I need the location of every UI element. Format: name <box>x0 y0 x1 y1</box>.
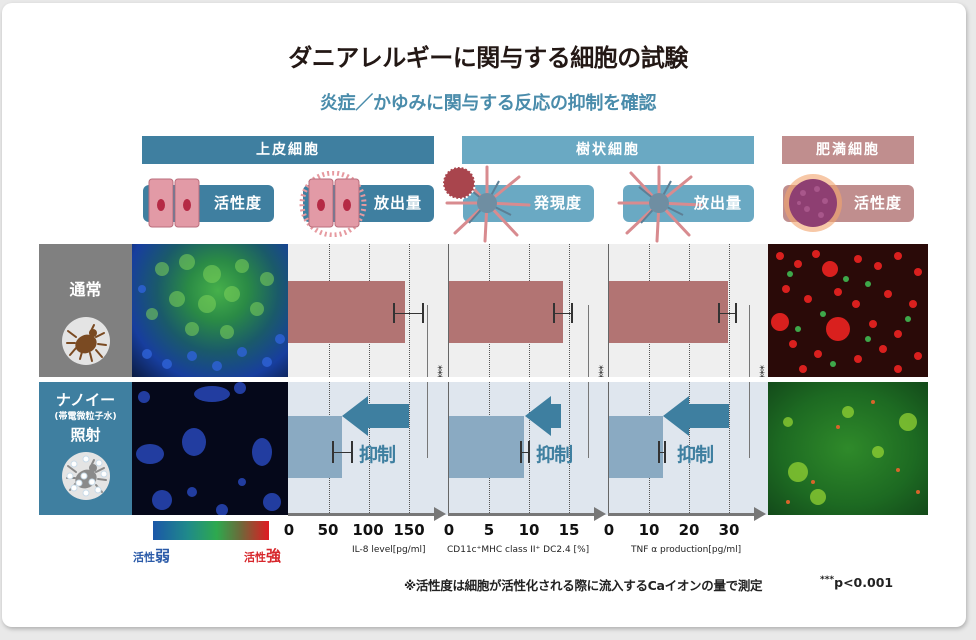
pill-label: 放出量 <box>693 194 742 212</box>
group-header-dendritic: 樹状細胞 <box>462 136 754 164</box>
suppression-arrow <box>688 404 729 428</box>
mast-photo-nanoe <box>768 382 928 515</box>
x-axis-arrow <box>754 507 766 521</box>
error-bar <box>719 313 736 314</box>
tick-label: 10 <box>518 521 540 539</box>
error-bar <box>332 441 334 463</box>
significance-stars: *** <box>431 365 445 379</box>
tick-label: 50 <box>317 521 339 539</box>
row-label-nanoe-sub: (帯電微粒子水) <box>54 412 117 422</box>
error-bar <box>394 313 424 314</box>
footnote: ※活性度は細胞が活性化される際に流入するCaイオンの量で測定 <box>404 578 763 593</box>
legend-weak: 活性弱 <box>133 547 171 565</box>
suppression-arrow-head <box>663 396 689 436</box>
epithelial-photo-nanoe <box>132 382 288 515</box>
dendritic-cell-release-icon <box>617 165 703 243</box>
mite-icon <box>62 317 110 365</box>
bar-tnf-normal <box>609 281 728 343</box>
suppression-label: 抑制 <box>359 444 396 466</box>
tick-label: 150 <box>393 521 425 539</box>
row-label-nanoe-bottom: 照射 <box>70 426 101 444</box>
epithelial-cell-icon <box>148 178 200 228</box>
error-bar <box>554 313 572 314</box>
pill-label: 活性度 <box>213 194 262 212</box>
tick-label: 0 <box>443 521 455 539</box>
epithelial-photo-normal <box>132 244 288 377</box>
error-bar <box>393 303 395 323</box>
error-bar <box>422 303 424 323</box>
x-axis-label-dc: CD11c⁺MHC class II⁺ DC2.4 [%] <box>447 545 590 555</box>
significance-stars: *** <box>592 365 606 379</box>
tick-label: 20 <box>678 521 700 539</box>
pill-label: 活性度 <box>853 194 902 212</box>
group-header-epithelial: 上皮細胞 <box>142 136 434 164</box>
mast-cell-icon <box>784 174 842 232</box>
epithelial-cell-release-icon <box>299 171 367 237</box>
error-bar <box>659 452 664 453</box>
pill-epithelial-release: 放出量 <box>299 171 434 237</box>
row-divider <box>39 377 929 382</box>
suppression-arrow <box>549 404 561 428</box>
suppression-label: 抑制 <box>677 444 714 466</box>
tick-label: 5 <box>483 521 495 539</box>
error-bar <box>333 452 352 453</box>
pill-dendritic-release: 放出量 <box>617 165 754 243</box>
pill-label: 放出量 <box>373 194 422 212</box>
dendritic-cell-expression-icon <box>442 165 531 243</box>
error-bar <box>571 303 573 323</box>
x-axis-arrow <box>434 507 446 521</box>
pill-epithelial-activity: 活性度 <box>143 178 274 228</box>
page-subtitle: 炎症／かゆみに関与する反応の抑制を確認 <box>319 93 657 114</box>
activity-color-scale <box>153 521 269 540</box>
error-bar <box>528 441 530 463</box>
bar-dc-normal <box>449 281 563 343</box>
suppression-arrow <box>367 404 409 428</box>
group-header-mast: 肥満細胞 <box>782 136 914 164</box>
x-axis-label-tnf: TNF α production[pg/ml] <box>631 545 742 555</box>
row-label-normal: 通常 <box>39 244 132 377</box>
legend-strong: 活性強 <box>244 547 282 565</box>
x-axis-arrow <box>594 507 606 521</box>
tick-label: 0 <box>603 521 615 539</box>
error-bar <box>664 441 666 463</box>
p-value-note: ***p<0.001 <box>820 575 894 591</box>
tick-label: 30 <box>718 521 740 539</box>
error-bar <box>520 441 522 463</box>
error-bar <box>553 303 555 323</box>
tick-label: 15 <box>558 521 580 539</box>
tick-label: 0 <box>283 521 295 539</box>
error-bar <box>735 303 737 323</box>
significance-stars: *** <box>753 365 767 379</box>
x-axis-label-il8: IL-8 level[pg/ml] <box>352 545 426 555</box>
pill-label: 発現度 <box>533 194 582 212</box>
row-label-nanoe: ナノイー (帯電微粒子水) 照射 <box>39 382 132 515</box>
row-label-normal-text: 通常 <box>69 280 102 299</box>
mite-with-particles-icon <box>62 452 110 500</box>
tick-label: 100 <box>352 521 384 539</box>
suppression-arrow-head <box>342 396 368 436</box>
page-title: ダニアレルギーに関与する細胞の試験 <box>288 44 688 72</box>
bar-tnf-nanoe <box>609 416 663 478</box>
x-axis-tnf <box>608 513 756 516</box>
tick-label: 10 <box>638 521 660 539</box>
error-bar <box>521 452 529 453</box>
x-axis-dc <box>448 513 596 516</box>
bar-dc-nanoe <box>449 416 524 478</box>
row-label-nanoe-main: ナノイー <box>55 391 116 409</box>
bar-il8-normal <box>288 281 405 343</box>
mast-photo-normal <box>768 244 928 377</box>
pill-mast-activity: 活性度 <box>783 174 914 232</box>
error-bar <box>718 303 720 323</box>
x-axis-il8 <box>288 513 436 516</box>
pill-dendritic-expression: 発現度 <box>442 165 594 243</box>
suppression-arrow-head <box>525 396 551 436</box>
suppression-label: 抑制 <box>536 444 573 466</box>
error-bar <box>351 441 353 463</box>
